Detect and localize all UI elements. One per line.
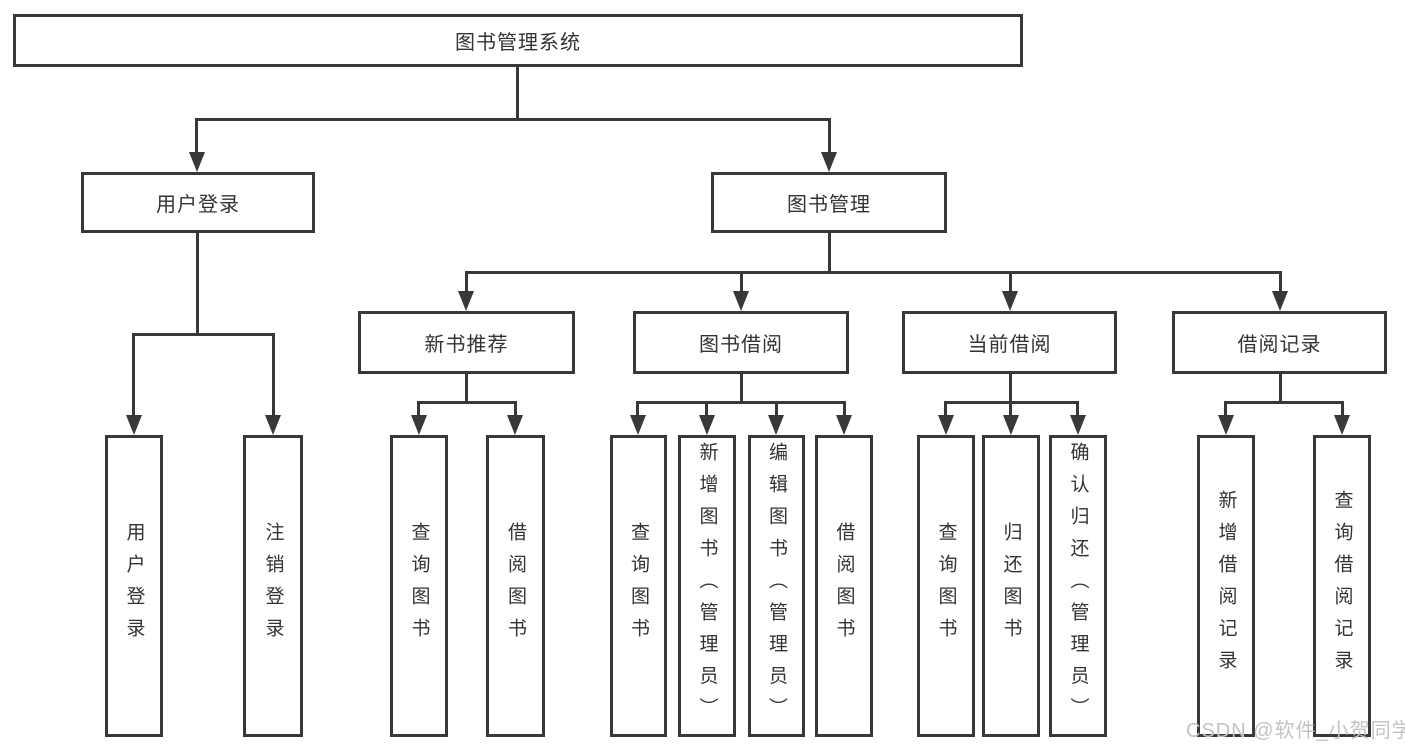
leaf-newbooks-query-books: 查询图书	[390, 435, 448, 737]
connector-line	[1279, 271, 1282, 293]
arrow-down-icon	[1272, 291, 1288, 311]
csdn-watermark: CSDN @软件_小贺同学	[1186, 720, 1405, 742]
connector-line	[740, 374, 743, 404]
connector-line	[1279, 374, 1282, 404]
leaf-newbooks-query-books-label: 查询图书	[408, 522, 430, 650]
arrow-down-icon	[836, 415, 852, 435]
connector-line	[465, 374, 468, 404]
leaf-borrowing-add-books-admin: 新增图书（管理员）	[678, 435, 736, 737]
connector-line	[705, 401, 708, 417]
node-current-borrowing-label: 当前借阅	[967, 334, 1052, 356]
node-book-borrowing: 图书借阅	[633, 311, 849, 374]
node-root: 图书管理系统	[13, 14, 1023, 67]
node-user-login-label: 用户登录	[156, 194, 240, 216]
connector-line	[195, 118, 831, 121]
leaf-logout: 注销登录	[243, 435, 303, 737]
connector-line	[1341, 401, 1344, 417]
connector-line	[132, 333, 275, 336]
connector-line	[132, 333, 135, 417]
connector-line	[514, 401, 517, 417]
leaf-user-login-label: 用户登录	[123, 522, 145, 650]
leaf-borrowing-edit-books-admin-label: 编辑图书（管理员）	[766, 442, 787, 730]
node-new-books-label: 新书推荐	[424, 334, 509, 356]
connector-line	[1009, 271, 1012, 293]
leaf-records-query-record-label: 查询借阅记录	[1331, 490, 1353, 682]
node-book-management-label: 图书管理	[787, 194, 871, 216]
connector-line	[272, 333, 275, 417]
arrow-down-icon	[507, 415, 523, 435]
node-user-login: 用户登录	[81, 172, 315, 233]
arrow-down-icon	[411, 415, 427, 435]
arrow-down-icon	[821, 152, 837, 172]
leaf-user-login: 用户登录	[105, 435, 163, 737]
arrow-down-icon	[1002, 291, 1018, 311]
arrow-down-icon	[1003, 415, 1019, 435]
arrow-down-icon	[630, 415, 646, 435]
connector-line	[1009, 401, 1012, 417]
connector-line	[417, 401, 517, 404]
leaf-current-query-books: 查询图书	[917, 435, 975, 737]
leaf-borrowing-add-books-admin-label: 新增图书（管理员）	[696, 442, 718, 730]
arrow-down-icon	[699, 415, 715, 435]
leaf-current-confirm-return-admin-label: 确认归还（管理员）	[1067, 442, 1089, 730]
connector-line	[196, 233, 199, 336]
connector-line	[944, 401, 947, 417]
connector-line	[417, 401, 420, 417]
leaf-newbooks-borrow-books-label: 借阅图书	[505, 522, 526, 650]
leaf-current-return-books: 归还图书	[982, 435, 1040, 737]
connector-line	[195, 118, 198, 156]
connector-line	[775, 401, 778, 417]
node-new-books: 新书推荐	[358, 311, 575, 374]
leaf-borrowing-borrow-books-label: 借阅图书	[833, 522, 855, 650]
leaf-borrowing-query-books-label: 查询图书	[628, 522, 649, 650]
connector-line	[828, 118, 831, 156]
connector-line	[1224, 401, 1344, 404]
connector-line	[1009, 374, 1012, 404]
leaf-records-add-record-label: 新增借阅记录	[1215, 490, 1237, 682]
connector-line	[740, 271, 743, 293]
arrow-down-icon	[938, 415, 954, 435]
leaf-current-query-books-label: 查询图书	[935, 522, 957, 650]
leaf-records-add-record: 新增借阅记录	[1197, 435, 1255, 737]
arrow-down-icon	[1218, 415, 1234, 435]
connector-line	[465, 271, 1282, 274]
leaf-current-return-books-label: 归还图书	[1000, 522, 1022, 650]
arrow-down-icon	[733, 291, 749, 311]
node-book-management: 图书管理	[711, 172, 947, 233]
connector-line	[843, 401, 846, 417]
node-borrowing-records: 借阅记录	[1172, 311, 1387, 374]
node-current-borrowing: 当前借阅	[902, 311, 1117, 374]
arrow-down-icon	[458, 291, 474, 311]
connector-line	[1224, 401, 1227, 417]
node-book-borrowing-label: 图书借阅	[699, 334, 783, 356]
node-root-label: 图书管理系统	[455, 32, 581, 54]
connector-line	[828, 233, 831, 273]
arrow-down-icon	[1070, 415, 1086, 435]
arrow-down-icon	[1334, 415, 1350, 435]
leaf-records-query-record: 查询借阅记录	[1313, 435, 1371, 737]
leaf-logout-label: 注销登录	[262, 522, 284, 650]
node-borrowing-records-label: 借阅记录	[1237, 334, 1322, 356]
leaf-borrowing-edit-books-admin: 编辑图书（管理员）	[748, 435, 805, 737]
leaf-borrowing-borrow-books: 借阅图书	[815, 435, 873, 737]
arrow-down-icon	[126, 415, 142, 435]
arrow-down-icon	[265, 415, 281, 435]
arrow-down-icon	[189, 152, 205, 172]
leaf-current-confirm-return-admin: 确认归还（管理员）	[1049, 435, 1107, 737]
connector-line	[636, 401, 846, 404]
arrow-down-icon	[768, 415, 784, 435]
leaf-newbooks-borrow-books: 借阅图书	[486, 435, 545, 737]
connector-line	[1076, 401, 1079, 417]
leaf-borrowing-query-books: 查询图书	[610, 435, 667, 737]
connector-line	[465, 271, 468, 293]
connector-line	[636, 401, 639, 417]
connector-line	[516, 66, 519, 120]
